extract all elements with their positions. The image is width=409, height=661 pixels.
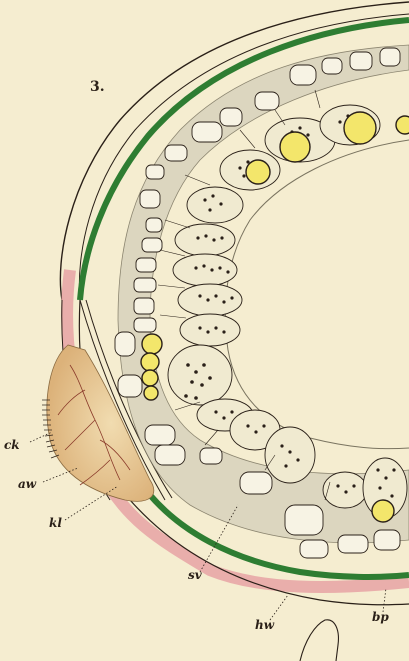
label-sv: sv (188, 568, 202, 582)
label-aw: aw (18, 477, 36, 491)
label-hw: hw (255, 618, 274, 632)
lower-outline (300, 620, 338, 661)
label-kl: kl (49, 516, 62, 530)
label-bp: bp (372, 610, 389, 624)
label-ck: ck (4, 438, 20, 452)
figure-number: 3. (90, 79, 105, 95)
